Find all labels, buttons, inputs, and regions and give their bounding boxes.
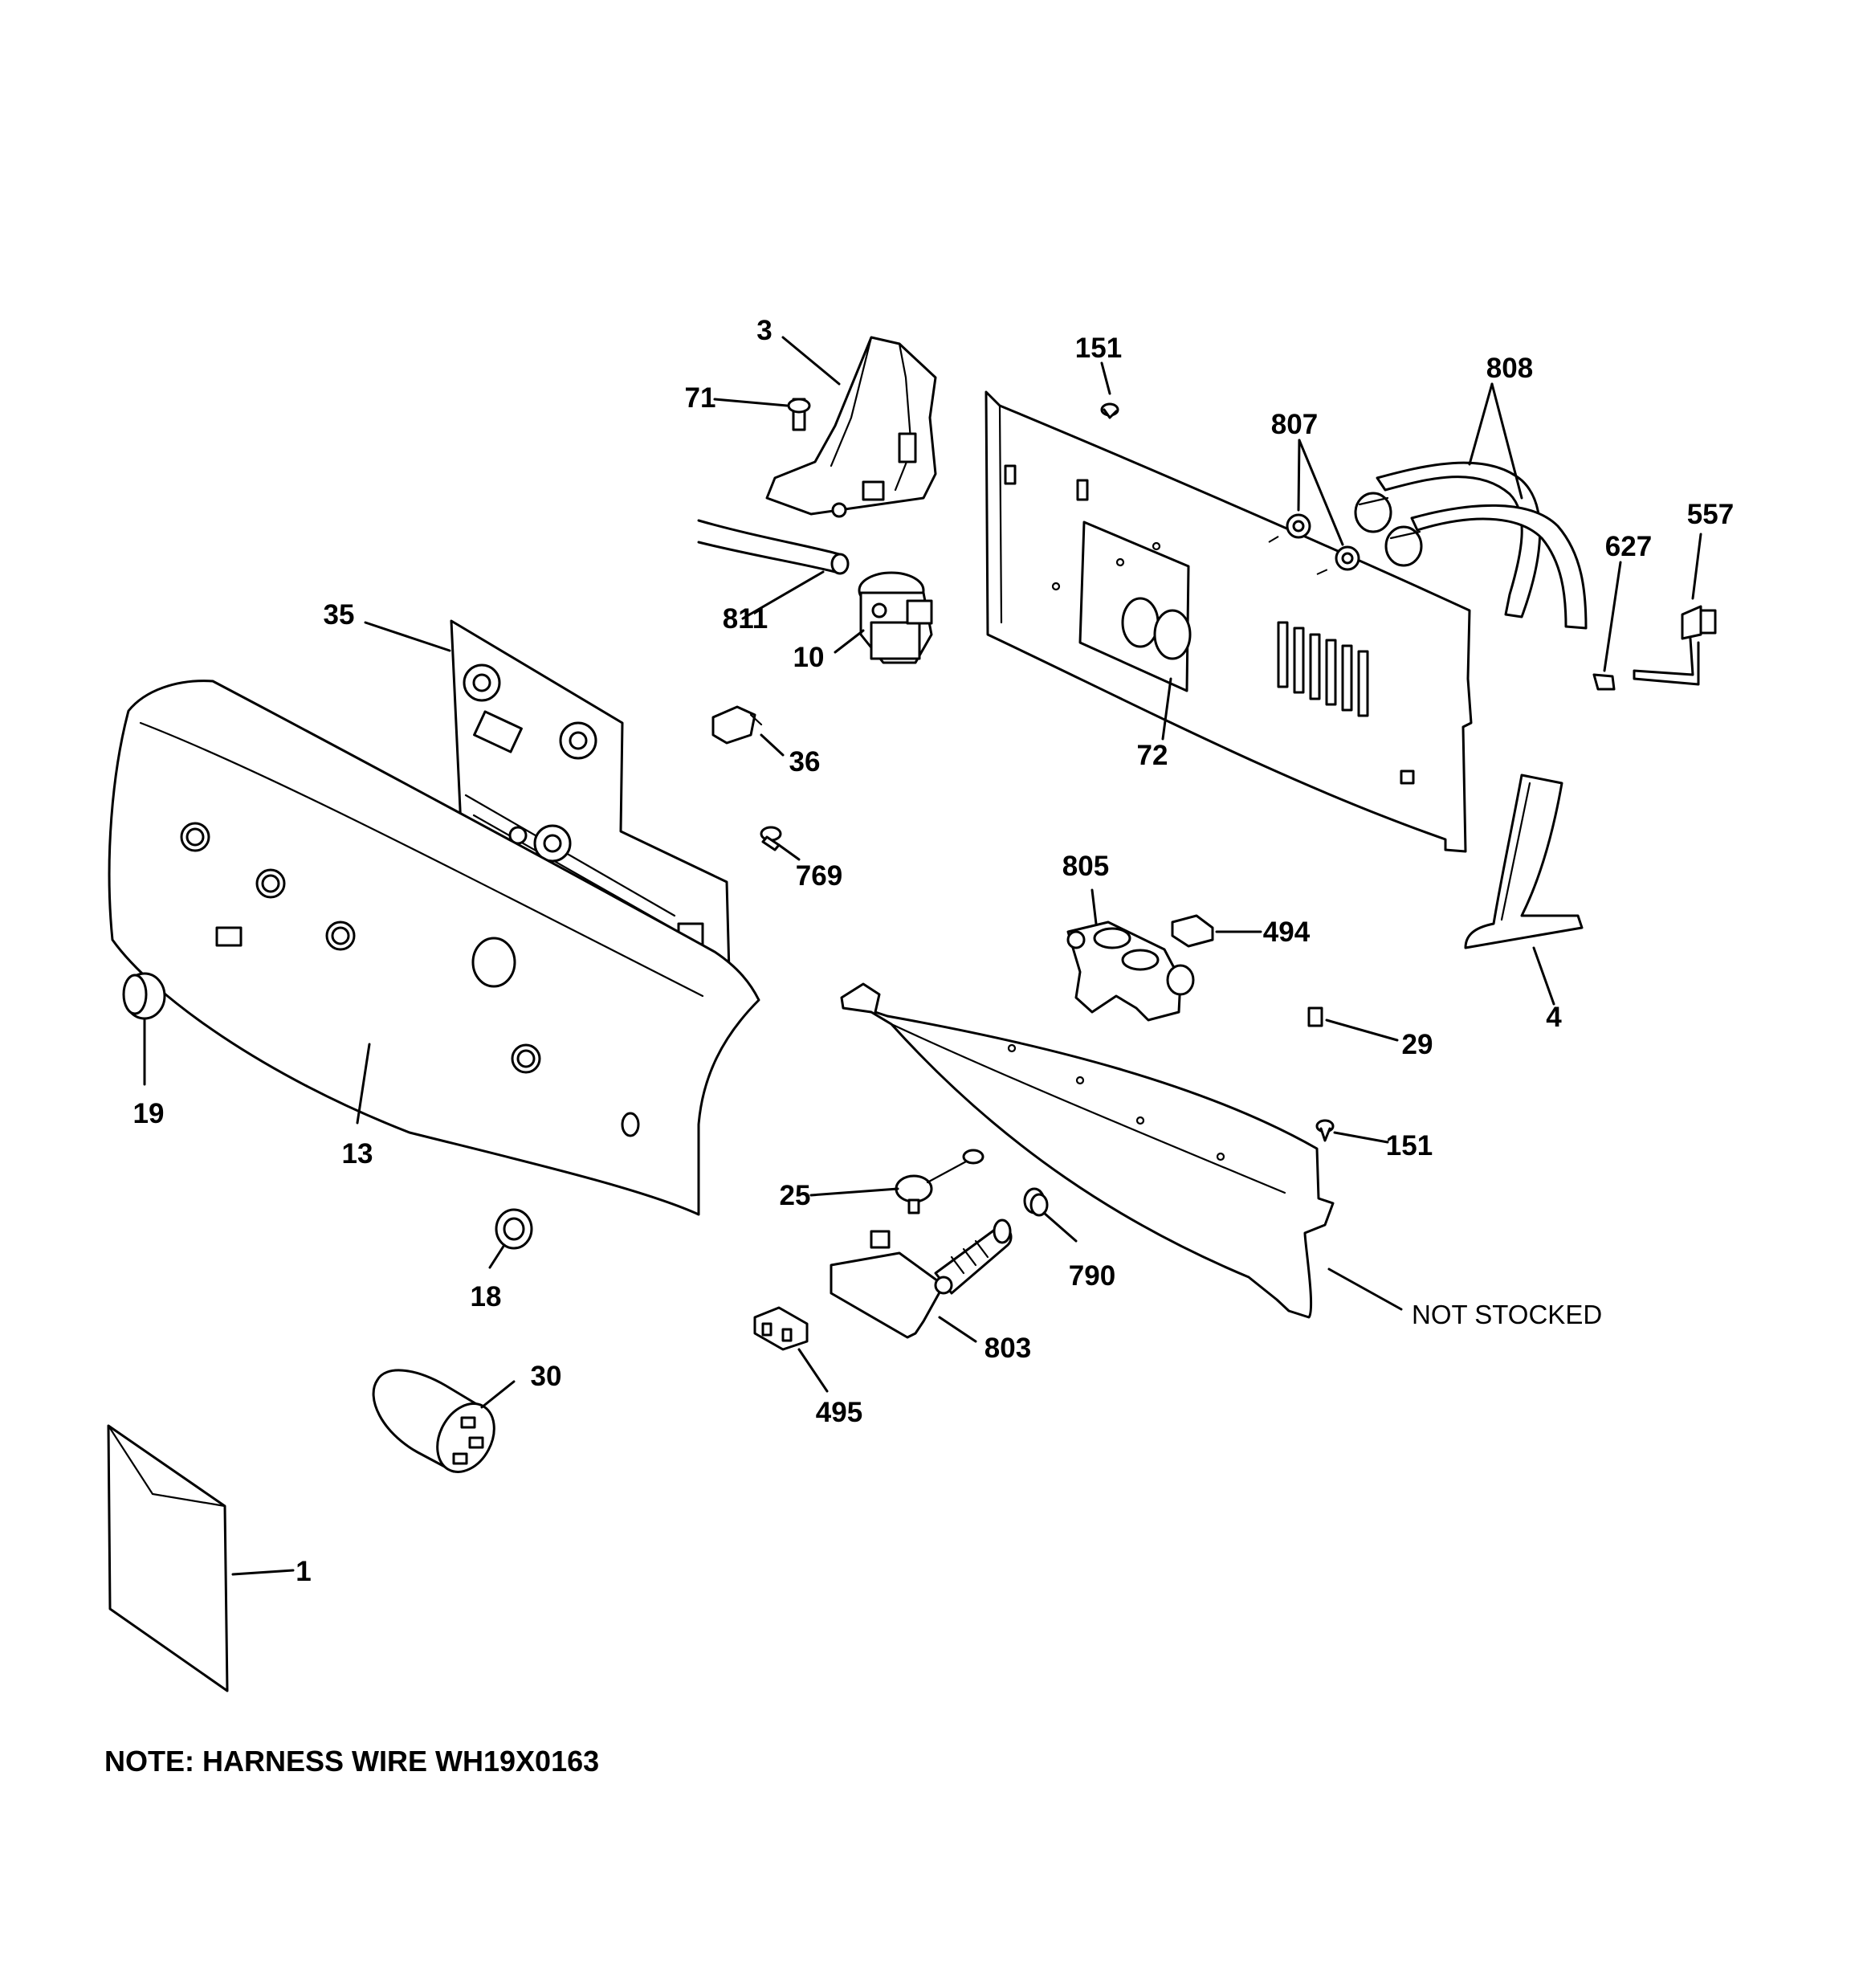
callout-3: 3 <box>756 315 772 346</box>
part-808-fill-hoses <box>1354 461 1588 630</box>
part-803-nozzle <box>830 1219 1013 1339</box>
part-10-pressure-switch <box>858 571 933 664</box>
callout-13: 13 <box>342 1138 373 1170</box>
part-494-connector <box>1171 914 1214 948</box>
callout-151-top: 151 <box>1075 333 1122 364</box>
part-805-water-valve <box>1066 921 1195 1022</box>
callout-807: 807 <box>1271 409 1318 440</box>
callout-627: 627 <box>1605 531 1652 562</box>
callout-151-bottom: 151 <box>1386 1130 1433 1161</box>
callout-811: 811 <box>723 603 768 635</box>
callout-10: 10 <box>793 642 825 673</box>
part-30-capacitor <box>372 1369 495 1473</box>
part-29-clip <box>1307 1006 1323 1027</box>
callout-769: 769 <box>796 860 842 892</box>
callout-30: 30 <box>531 1361 562 1392</box>
harness-note: NOTE: HARNESS WIRE WH19X0163 <box>104 1745 599 1778</box>
part-557-connector <box>1633 605 1717 686</box>
part-151-screw-bottom <box>1315 1119 1335 1142</box>
callout-803: 803 <box>984 1333 1031 1364</box>
part-25-thermistor <box>895 1149 984 1214</box>
callout-25: 25 <box>780 1180 811 1211</box>
callout-557: 557 <box>1687 499 1734 530</box>
part-807-washers <box>1268 513 1360 575</box>
callout-790: 790 <box>1069 1260 1115 1292</box>
part-71-screw <box>787 398 811 431</box>
callout-not-stocked: NOT STOCKED <box>1412 1300 1602 1329</box>
part-18-grommet <box>495 1208 533 1250</box>
part-13-console <box>108 680 760 1216</box>
part-4-end-bracket <box>1464 774 1584 949</box>
part-151-screw-top <box>1100 402 1119 419</box>
callout-72: 72 <box>1137 740 1168 771</box>
part-495-connector <box>753 1306 809 1351</box>
callout-495: 495 <box>816 1397 862 1428</box>
part-base-rail <box>840 982 1335 1319</box>
callout-29: 29 <box>1402 1029 1433 1060</box>
callout-36: 36 <box>789 746 821 778</box>
callout-71: 71 <box>685 382 716 414</box>
callout-4: 4 <box>1546 1002 1562 1033</box>
part-811-hose <box>697 519 850 575</box>
callout-1: 1 <box>296 1556 311 1587</box>
callout-19: 19 <box>133 1098 165 1129</box>
callout-805: 805 <box>1062 851 1109 882</box>
callout-494: 494 <box>1263 916 1311 948</box>
leader-lines <box>143 336 1702 1576</box>
part-627-cap <box>1592 673 1616 691</box>
callout-labels: 3 71 151 807 808 557 627 35 811 10 36 72… <box>133 315 1735 1587</box>
callout-18: 18 <box>471 1281 502 1312</box>
part-72-backsplash <box>984 390 1473 853</box>
part-3-end-bracket <box>765 336 937 518</box>
part-769-screw <box>760 826 782 851</box>
part-790-clamp <box>1023 1187 1049 1217</box>
callout-35: 35 <box>324 599 355 631</box>
callout-808: 808 <box>1486 353 1533 384</box>
part-19-knob <box>122 972 166 1020</box>
part-1-envelope <box>107 1424 229 1692</box>
vent-slots <box>1277 621 1369 717</box>
part-36-connector <box>711 705 763 745</box>
